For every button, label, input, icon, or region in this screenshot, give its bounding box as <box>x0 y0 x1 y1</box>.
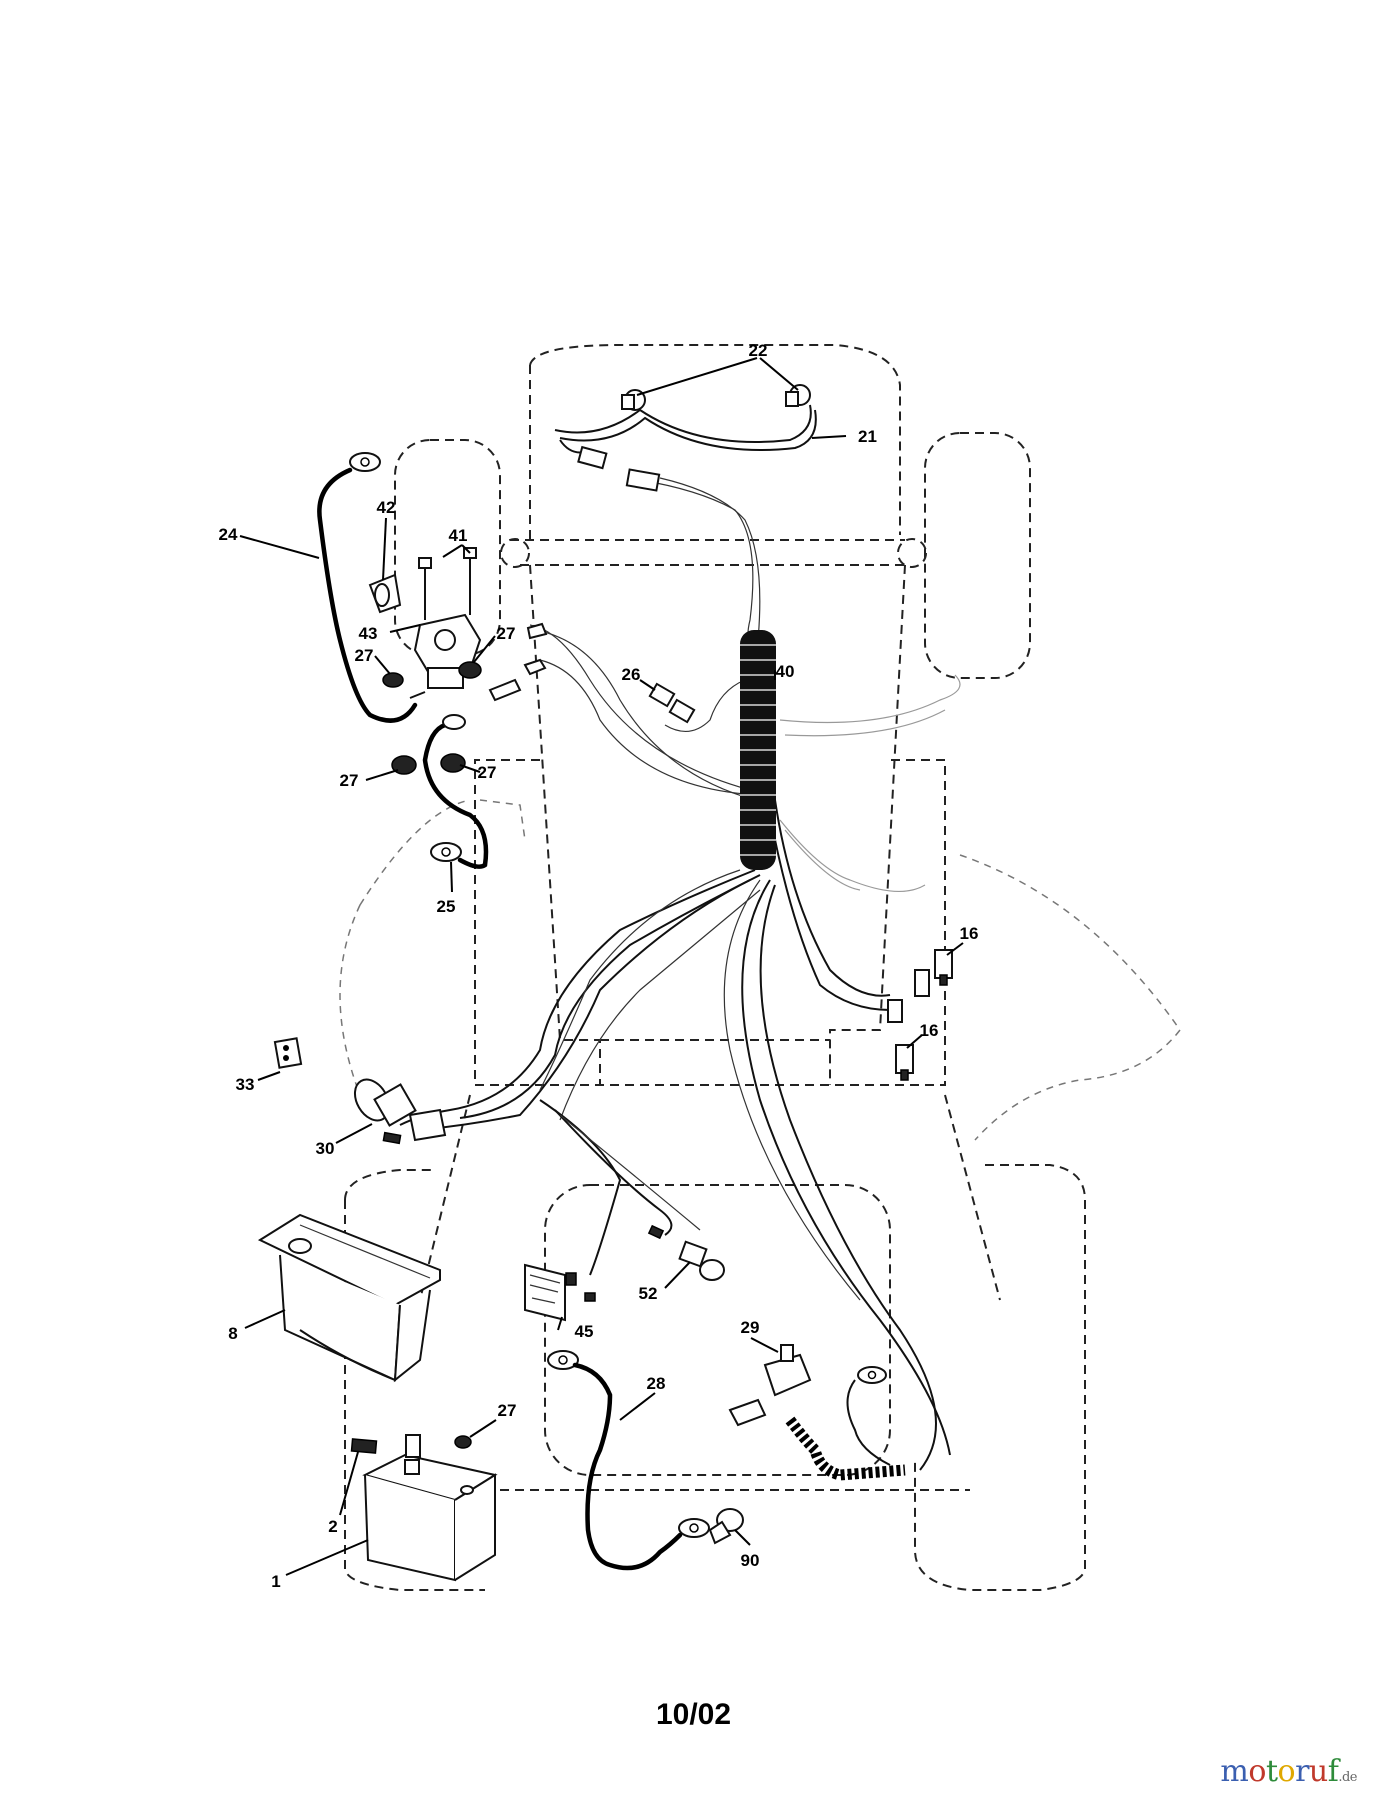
pto-switch-29 <box>728 1344 812 1427</box>
callout-8: 8 <box>228 1324 237 1343</box>
callout-27-upper-right: 27 <box>497 624 516 643</box>
battery-cable-25 <box>422 714 489 869</box>
watermark-suffix: .de <box>1338 1770 1357 1785</box>
callout-33: 33 <box>236 1075 255 1094</box>
callout-21: 21 <box>858 427 877 446</box>
starter-solenoid <box>413 613 482 689</box>
callout-22: 22 <box>749 341 768 360</box>
callout-26: 26 <box>622 665 641 684</box>
hex-nut <box>382 661 482 1449</box>
key-33 <box>273 1037 303 1069</box>
callout-2: 2 <box>328 1517 337 1536</box>
connector-52 <box>647 1224 725 1281</box>
callout-labels: 22 21 42 41 24 43 27 27 27 27 26 40 25 1… <box>219 341 979 1591</box>
callout-27-upper-left: 27 <box>355 646 374 665</box>
callout-52: 52 <box>639 1284 658 1303</box>
harness-plugs-right <box>887 969 930 1023</box>
callout-16-lower: 16 <box>920 1021 939 1040</box>
battery-cable-24 <box>317 452 426 723</box>
callout-27-battery: 27 <box>498 1401 517 1420</box>
connector-26 <box>648 682 696 724</box>
switch-16-lower <box>895 1044 914 1081</box>
battery-bolt-2 <box>350 1434 421 1458</box>
ground-cable-28 <box>547 1350 710 1571</box>
callout-25: 25 <box>437 897 456 916</box>
tractor-outline <box>339 344 1181 1591</box>
leader-lines <box>239 357 964 1576</box>
callout-27-lower-right: 27 <box>478 763 497 782</box>
callout-29: 29 <box>741 1318 760 1337</box>
solenoid-bolts <box>418 547 477 620</box>
callout-16-upper: 16 <box>960 924 979 943</box>
harness-loom <box>740 630 776 870</box>
callout-42: 42 <box>377 498 396 517</box>
terminal-lugs <box>488 622 548 702</box>
terminal-boot <box>368 573 402 614</box>
watermark-text: motoruf <box>1220 1754 1339 1789</box>
callout-28: 28 <box>647 1374 666 1393</box>
callout-24: 24 <box>219 525 238 544</box>
bulb-90 <box>708 1508 744 1545</box>
headlight-harness <box>554 404 817 651</box>
ignition-switch-30 <box>353 1078 447 1145</box>
callout-90: 90 <box>741 1551 760 1570</box>
watermark-logo: motoruf.de <box>1220 1754 1357 1789</box>
callout-45: 45 <box>575 1322 594 1341</box>
callout-40: 40 <box>776 662 795 681</box>
callout-30: 30 <box>316 1139 335 1158</box>
callout-43: 43 <box>359 624 378 643</box>
battery-box-8 <box>257 1213 441 1383</box>
coiled-cord <box>785 1366 906 1481</box>
main-wiring-harness <box>399 624 961 1471</box>
callout-41: 41 <box>449 526 468 545</box>
headlight-bulb-right <box>785 384 811 407</box>
revision-date: 10/02 <box>655 1698 732 1731</box>
callout-1: 1 <box>271 1572 280 1591</box>
switch-16-upper <box>934 949 953 986</box>
hour-meter-45 <box>524 1263 596 1322</box>
battery-1 <box>362 1453 498 1582</box>
callout-27-lower-left: 27 <box>340 771 359 790</box>
